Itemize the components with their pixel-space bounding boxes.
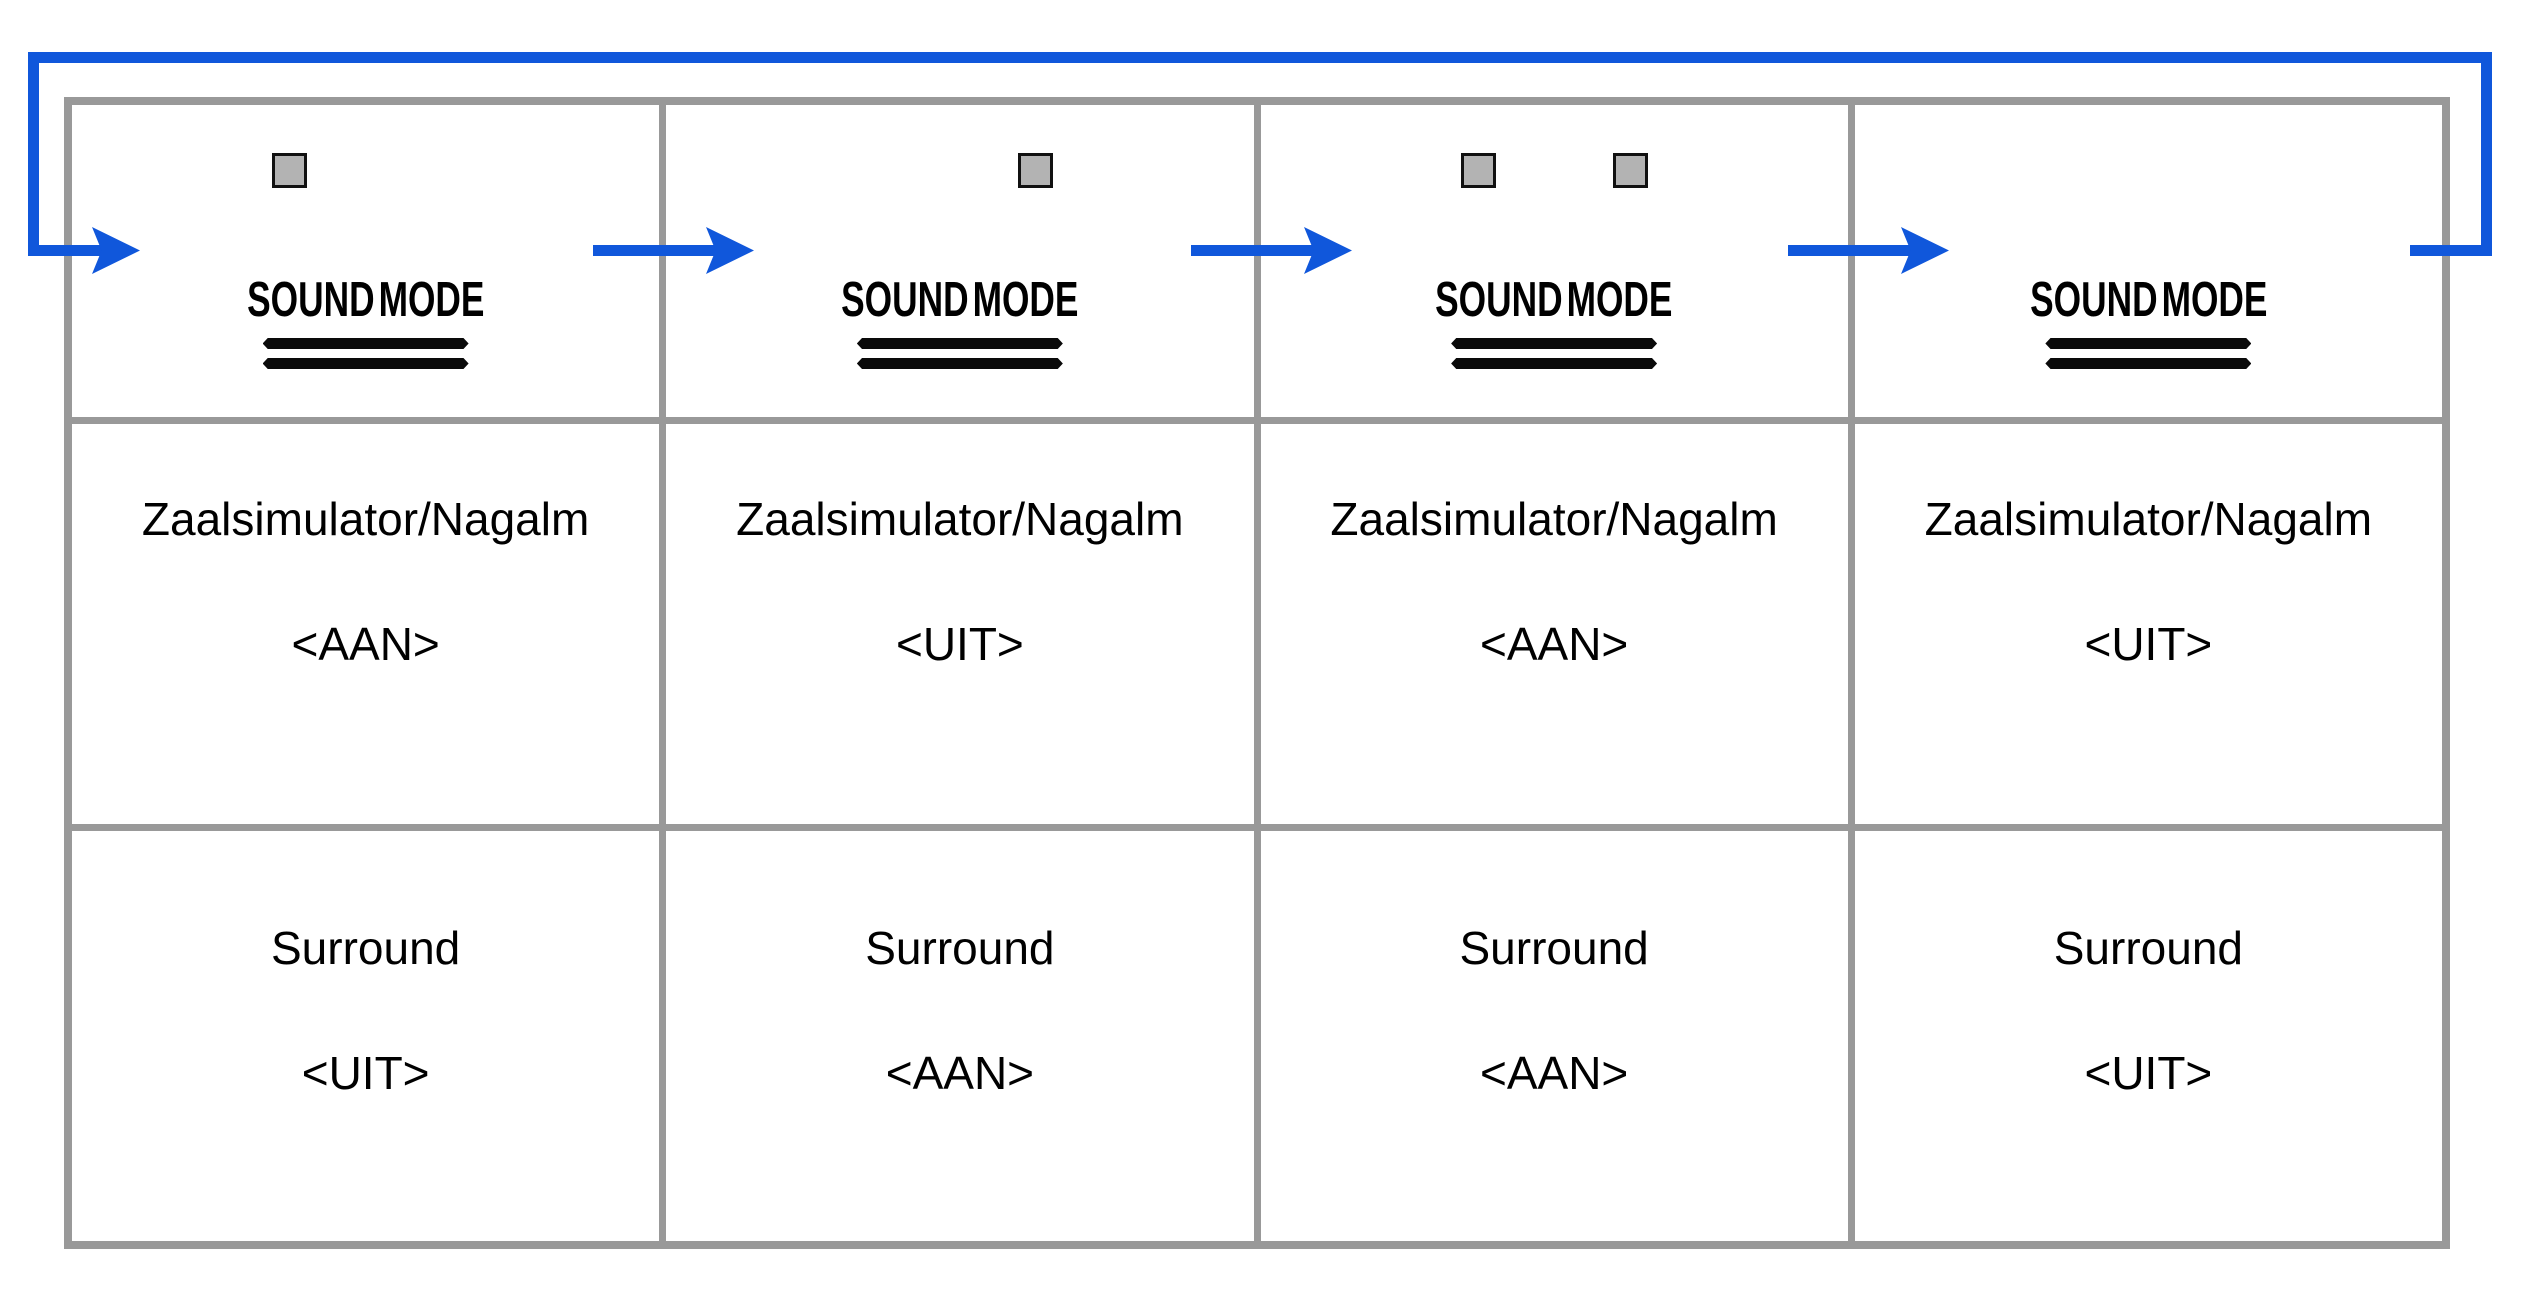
sound-mode-button: SOUND MODE xyxy=(201,276,531,369)
sound-mode-cell-step2: SOUND MODE xyxy=(666,105,1254,417)
surround-cell-step2: Surround <AAN> xyxy=(666,831,1254,1241)
cycle-arrow-step3-to-step4 xyxy=(1788,227,1949,274)
button-bar-icon xyxy=(262,338,469,349)
reverb-state: <AAN> xyxy=(291,617,440,670)
reverb-state: <UIT> xyxy=(2084,617,2213,670)
sound-mode-button-label: SOUND MODE xyxy=(841,273,1079,327)
arrow-shaft xyxy=(593,245,716,256)
sound-mode-button: SOUND MODE xyxy=(1389,276,1719,369)
button-bar-icon xyxy=(2045,338,2252,349)
surround-state: <UIT> xyxy=(301,1046,430,1099)
led-row xyxy=(866,153,1054,188)
led-row xyxy=(1460,153,1648,188)
sound-mode-cell-step4: SOUND MODE xyxy=(1854,105,2442,417)
sound-mode-button-label: SOUND MODE xyxy=(246,273,485,327)
surround-cell-step4: Surround <UIT> xyxy=(1854,831,2442,1241)
reverb-state: <UIT> xyxy=(895,617,1024,670)
reverb-label: Zaalsimulator/Nagalm xyxy=(736,493,1184,545)
loop-line-left xyxy=(28,52,39,256)
sound-mode-button: SOUND MODE xyxy=(795,276,1125,369)
surround-label: Surround xyxy=(2053,922,2243,974)
button-bar-icon xyxy=(2045,358,2252,369)
reverb-label: Zaalsimulator/Nagalm xyxy=(1924,493,2373,545)
cycle-table: SOUND MODE SOUND MODE SOUND MODE xyxy=(64,97,2450,1249)
reverb-cell-step4: Zaalsimulator/Nagalm <UIT> xyxy=(1854,424,2442,824)
reverb-cell-step2: Zaalsimulator/Nagalm <UIT> xyxy=(666,424,1254,824)
reverb-led-indicator xyxy=(272,153,308,188)
reverb-state: <AAN> xyxy=(1479,617,1629,670)
surround-cell-step1: Surround <UIT> xyxy=(72,831,660,1241)
surround-state: <UIT> xyxy=(2084,1046,2213,1099)
surround-label: Surround xyxy=(865,922,1055,974)
led-row xyxy=(2055,153,2242,188)
surround-state: <AAN> xyxy=(1479,1046,1629,1099)
arrow-shaft xyxy=(1788,245,1911,256)
arrow-shaft xyxy=(1191,245,1314,256)
surround-state: <AAN> xyxy=(885,1046,1035,1099)
button-bar-icon xyxy=(262,358,469,369)
reverb-label: Zaalsimulator/Nagalm xyxy=(1330,493,1778,545)
loop-line-exit xyxy=(2410,245,2492,256)
reverb-led-indicator xyxy=(1460,153,1496,188)
button-bar-icon xyxy=(856,358,1063,369)
reverb-cell-step3: Zaalsimulator/Nagalm <AAN> xyxy=(1260,424,1848,824)
sound-mode-button-label: SOUND MODE xyxy=(1435,273,1673,327)
surround-cell-step3: Surround <AAN> xyxy=(1260,831,1848,1241)
button-bar-icon xyxy=(1451,338,1658,349)
sound-mode-button: SOUND MODE xyxy=(1984,276,2314,369)
arrow-shaft xyxy=(28,245,102,256)
surround-led-indicator xyxy=(1612,153,1648,188)
cycle-arrow-into-step1 xyxy=(28,227,140,274)
sound-mode-cell-step1: SOUND MODE xyxy=(72,105,660,417)
surround-label: Surround xyxy=(271,922,461,974)
led-row xyxy=(272,153,459,188)
surround-led-indicator xyxy=(1018,153,1054,188)
cycle-arrow-step2-to-step3 xyxy=(1191,227,1352,274)
button-bar-icon xyxy=(1451,358,1658,369)
sound-mode-cell-step3: SOUND MODE xyxy=(1260,105,1848,417)
reverb-label: Zaalsimulator/Nagalm xyxy=(141,493,590,545)
button-bar-icon xyxy=(856,338,1063,349)
surround-label: Surround xyxy=(1459,922,1649,974)
loop-line-top xyxy=(28,52,2492,63)
loop-line-right xyxy=(2481,52,2492,256)
reverb-cell-step1: Zaalsimulator/Nagalm <AAN> xyxy=(72,424,660,824)
cycle-arrow-step1-to-step2 xyxy=(593,227,754,274)
sound-mode-button-label: SOUND MODE xyxy=(2029,273,2268,327)
